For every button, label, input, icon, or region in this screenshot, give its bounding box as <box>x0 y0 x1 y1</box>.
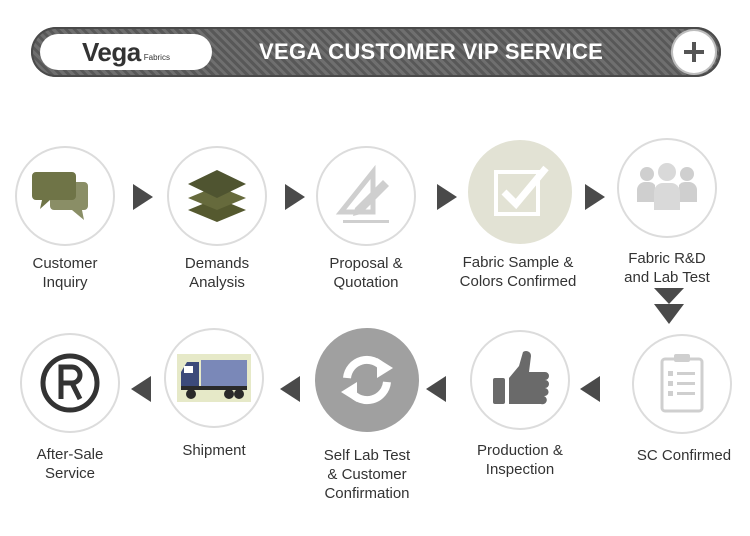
arrow-right-icon <box>133 184 153 210</box>
clipboard-checklist-icon <box>660 354 704 413</box>
refresh-icon <box>341 355 393 405</box>
arrow-down-icon <box>654 288 684 324</box>
header-bar: Vega Fabrics VEGA CUSTOMER VIP SERVICE <box>31 27 721 77</box>
step-demands-analysis <box>167 146 267 246</box>
checkbox-icon <box>494 165 549 216</box>
step-label: Customer Inquiry <box>32 255 98 291</box>
registered-icon <box>40 353 100 413</box>
layers-icon <box>188 170 246 222</box>
step-sc-confirmed <box>632 334 732 434</box>
step-label: SC Confirmed <box>636 447 732 464</box>
step-label: Proposal & Quotation <box>329 255 403 291</box>
truck-icon <box>177 354 251 402</box>
arrow-left-icon <box>426 376 446 402</box>
step-production-inspection <box>470 330 570 430</box>
plus-button[interactable] <box>673 31 715 73</box>
page-title: VEGA CUSTOMER VIP SERVICE <box>259 39 604 64</box>
arrow-left-icon <box>280 376 300 402</box>
arrow-right-icon <box>437 184 457 210</box>
arrow-right-icon <box>585 184 605 210</box>
step-self-lab-test <box>315 328 419 432</box>
step-label: Demands Analysis <box>184 255 250 291</box>
thumbs-up-icon <box>493 351 549 405</box>
step-fabric-sample <box>468 140 572 244</box>
plus-icon <box>684 42 704 62</box>
drafting-pencil-icon <box>335 164 389 223</box>
step-label: Fabric R&D and Lab Test <box>624 250 710 286</box>
arrow-left-icon <box>580 376 600 402</box>
chat-bubbles-icon <box>32 172 88 220</box>
step-customer-inquiry <box>15 146 115 246</box>
step-label: Production & Inspection <box>477 442 563 478</box>
step-shipment <box>164 328 264 428</box>
step-after-sale <box>20 333 120 433</box>
logo-sub-text: Fabrics <box>143 52 170 62</box>
arrow-left-icon <box>131 376 151 402</box>
step-label: Shipment <box>182 442 246 459</box>
team-icon <box>637 163 697 210</box>
step-label: Self Lab Test & Customer Confirmation <box>323 447 411 502</box>
step-fabric-rd <box>617 138 717 238</box>
step-label: After-Sale Service <box>36 446 104 482</box>
step-proposal-quotation <box>316 146 416 246</box>
logo[interactable]: Vega Fabrics <box>40 34 212 70</box>
arrow-right-icon <box>285 184 305 210</box>
logo-main-text: Vega <box>82 36 141 67</box>
step-label: Fabric Sample & Colors Confirmed <box>459 254 577 290</box>
